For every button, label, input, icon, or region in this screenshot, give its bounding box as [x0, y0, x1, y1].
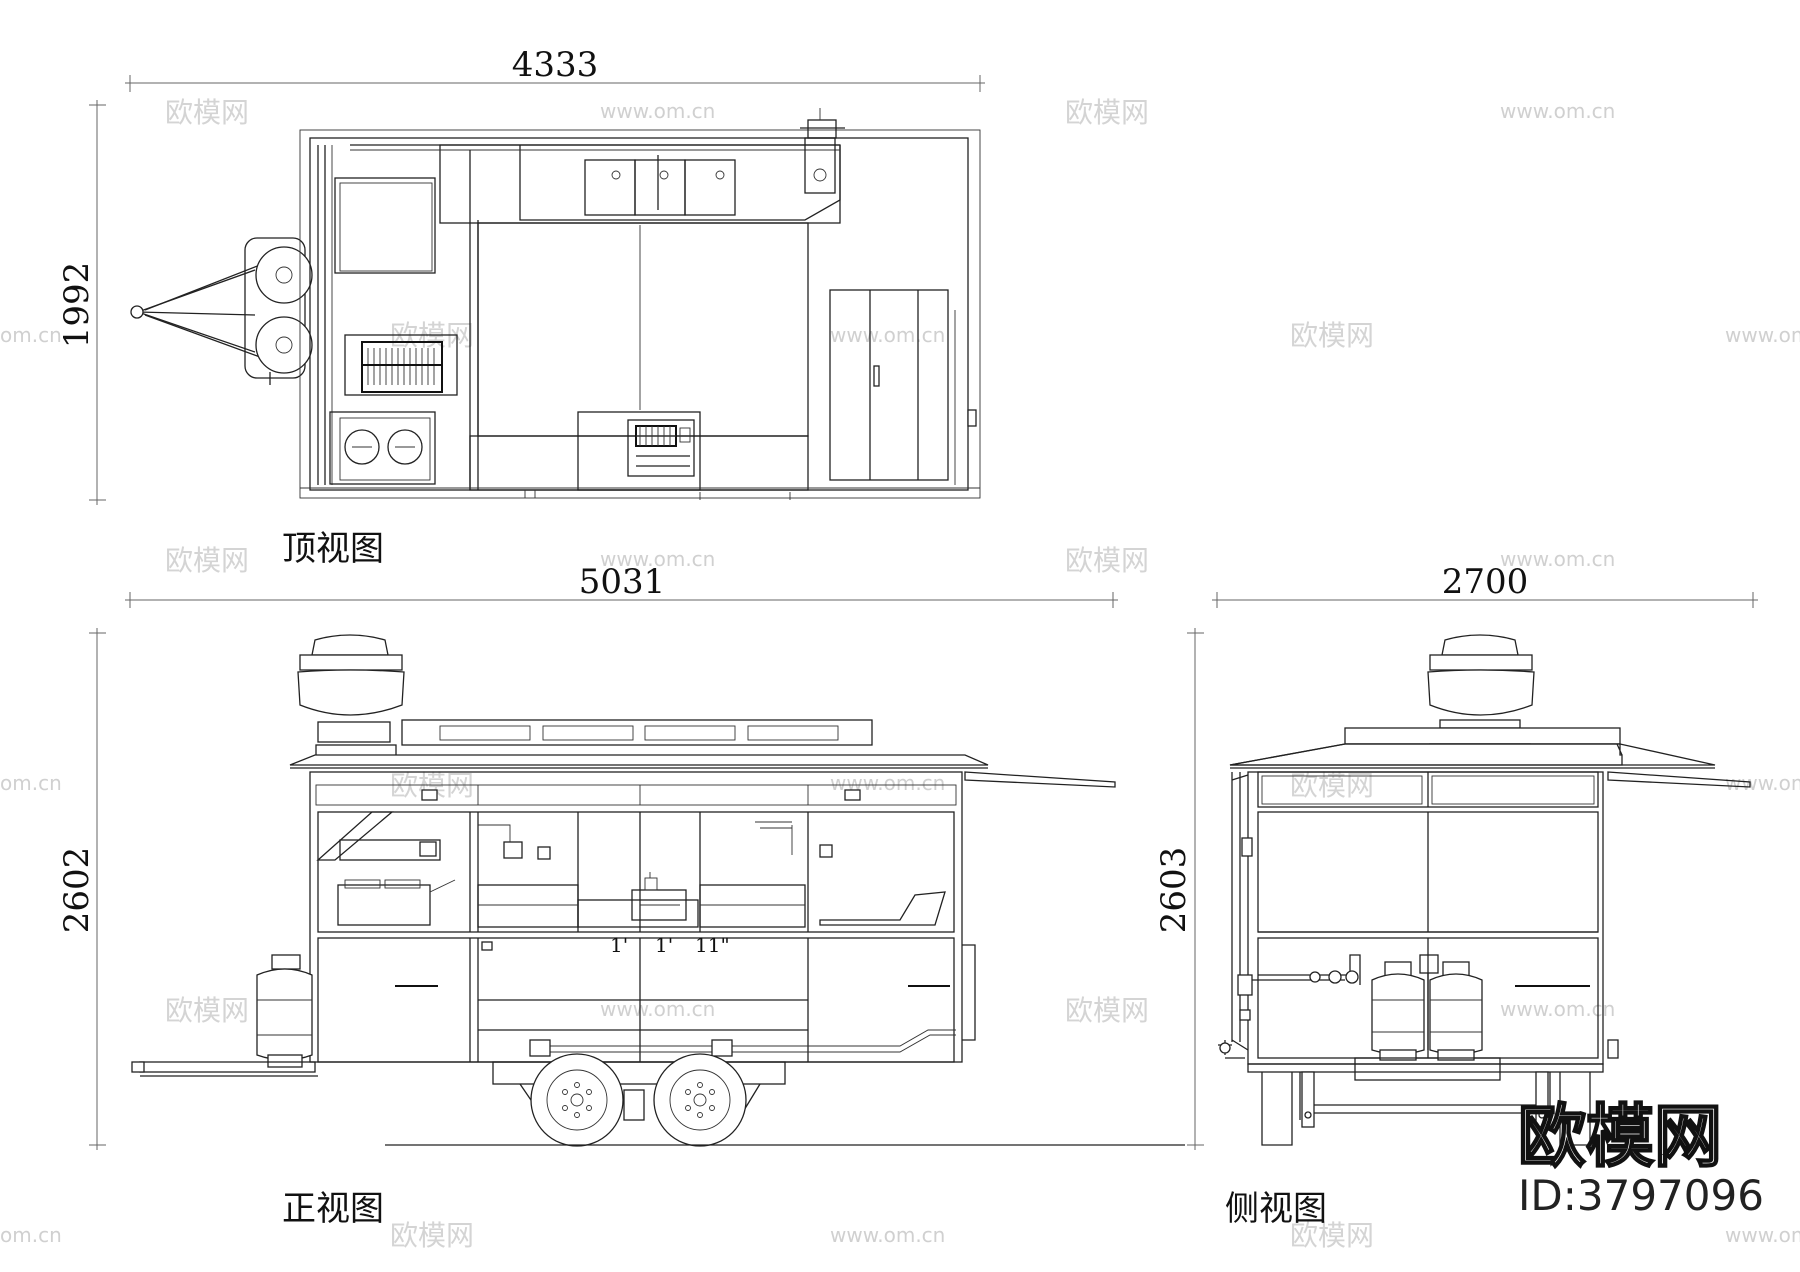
dimension-side-width: 2700	[1212, 562, 1758, 608]
fridge-left	[334, 177, 436, 274]
watermark-cn: 欧模网	[1290, 769, 1374, 802]
service-counter	[469, 435, 809, 491]
fryer-front	[337, 884, 431, 926]
exhaust-fan-side	[1427, 634, 1535, 729]
dimension-label: 2700	[1442, 562, 1529, 602]
cash-register-top	[627, 419, 695, 477]
watermark-url: www.om.cn	[1500, 547, 1615, 571]
watermark-cn: 欧模网	[165, 96, 249, 129]
view-label-top: 顶视图	[282, 529, 384, 569]
gas-cylinder-side-1	[1371, 961, 1425, 1061]
watermark-cn: 欧模网	[1065, 96, 1149, 129]
watermark-url: www.om.cn	[600, 547, 715, 571]
dimension-label: 4333	[512, 45, 599, 85]
dimension-label: 5031	[579, 562, 666, 602]
service-awning	[964, 771, 1116, 788]
gas-cylinder-top	[244, 237, 313, 385]
roof-top-side	[1344, 727, 1621, 745]
watermark-url: om.cn	[0, 323, 62, 347]
burner-2	[634, 159, 686, 216]
brand-logo: 欧模网 ID:3797096	[1517, 1097, 1764, 1220]
burner-1	[584, 159, 636, 216]
watermark-cn: 欧模网	[1290, 1219, 1374, 1252]
dimension-top-length: 4333	[125, 45, 985, 92]
watermark-url: www.om.cn	[1725, 323, 1800, 347]
vent-control-top	[800, 108, 845, 194]
dimension-label: 2602	[57, 847, 97, 934]
watermark-url: www.om.cn	[600, 997, 715, 1021]
watermark-cn: 欧模网	[1065, 994, 1149, 1027]
watermark-layer: 欧模网 www.om.cn 欧模网 www.om.cn om.cn 欧模网 ww…	[0, 96, 1800, 1252]
watermark-url: om.cn	[0, 771, 62, 795]
view-label-side: 侧视图	[1225, 1189, 1327, 1229]
front-view: 5031 2602	[57, 562, 1185, 1229]
sink-top	[329, 411, 436, 485]
dimension-label: 1992	[57, 262, 97, 349]
dimension-top-width: 1992	[57, 100, 106, 505]
watermark-url: www.om.cn	[1725, 1223, 1800, 1247]
chassis-rail	[492, 1061, 786, 1085]
gas-cylinder-side-2	[1429, 961, 1483, 1061]
watermark-url: www.om.cn	[600, 99, 715, 123]
top-view: 4333 1992	[57, 45, 985, 569]
roof-eave	[289, 754, 989, 766]
dimension-annotation: 1'	[610, 933, 628, 957]
upper-counter	[439, 144, 841, 224]
wheel-front-left	[530, 1053, 624, 1147]
service-awning-side	[1607, 771, 1751, 788]
dimension-annotation: 11"	[695, 933, 730, 957]
watermark-url: www.om.cn	[1500, 99, 1615, 123]
watermark-cn: 欧模网	[165, 544, 249, 577]
watermark-cn: 欧模网	[1065, 544, 1149, 577]
watermark-url: www.om.cn	[830, 1223, 945, 1247]
logo-text: 欧模网	[1518, 1098, 1722, 1177]
exhaust-fan-front	[297, 634, 405, 743]
window-band	[317, 811, 955, 933]
fryer-top	[344, 334, 458, 396]
wheel-front-right	[653, 1053, 747, 1147]
light-fixture	[844, 789, 861, 801]
watermark-url: www.om.cn	[1500, 997, 1615, 1021]
burner-3	[684, 159, 736, 216]
logo-id: ID:3797096	[1518, 1171, 1764, 1220]
side-view: 2700 2603	[1154, 562, 1758, 1229]
watermark-cn: 欧模网	[1290, 319, 1374, 352]
cabinet-top-right	[829, 289, 977, 485]
floor-area	[477, 222, 809, 437]
gas-cylinder-front	[256, 954, 313, 1068]
watermark-cn: 欧模网	[165, 994, 249, 1027]
dimension-annotation: 1'	[655, 933, 673, 957]
view-label-front: 正视图	[282, 1189, 384, 1229]
watermark-cn: 欧模网	[390, 1219, 474, 1252]
dimension-label: 2603	[1154, 847, 1194, 934]
watermark-url: www.om.cn	[830, 323, 945, 347]
roof-eave-side	[1229, 743, 1623, 766]
watermark-url: www.om.cn	[1725, 771, 1800, 795]
light-fixture	[421, 789, 438, 801]
cash-register-front	[631, 872, 687, 921]
dimension-side-height: 2603	[1154, 628, 1204, 1150]
dimension-front-length: 5031	[125, 562, 1118, 608]
tow-hitch	[130, 264, 261, 358]
roof-top	[401, 719, 873, 746]
tow-hitch-front	[131, 1061, 318, 1077]
watermark-url: om.cn	[0, 1223, 62, 1247]
dimension-front-height: 2602	[57, 628, 106, 1150]
